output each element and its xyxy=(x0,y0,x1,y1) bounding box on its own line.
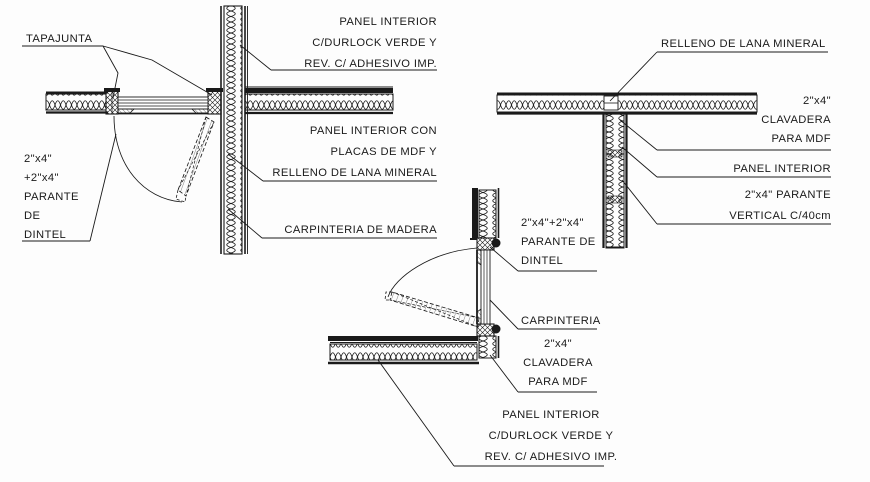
label-line: PARANTE xyxy=(24,191,79,203)
leader-line xyxy=(609,51,658,102)
label-tapajunta: TAPAJUNTA xyxy=(26,33,93,45)
label-line: 2"x4" xyxy=(803,95,831,107)
label-panel-durlock-2: PANEL INTERIOR C/DURLOCK VERDE Y REV. C/ A… xyxy=(485,409,618,463)
label-line: PANEL INTERIOR xyxy=(339,16,437,28)
label-line: DE xyxy=(24,210,40,222)
label-line: PANEL INTERIOR xyxy=(502,409,600,421)
label-line: CLAVADERA xyxy=(523,357,593,369)
label-line: VERTICAL C/40cm xyxy=(729,210,831,222)
leader-line xyxy=(489,246,519,272)
label-line: DINTEL xyxy=(24,229,66,241)
leader-line xyxy=(377,359,455,467)
label-line: REV. C/ ADHESIVO IMP. xyxy=(304,58,437,70)
label-line: CARPINTERIA xyxy=(521,315,601,327)
label-line: TAPAJUNTA xyxy=(26,33,93,45)
label-line: 2"x4" PARANTE xyxy=(745,189,831,201)
label-parante-vertical: 2"x4" PARANTE VERTICAL C/40cm xyxy=(729,189,831,222)
label-relleno-lana-mineral: RELLENO DE LANA MINERAL xyxy=(661,38,826,50)
leader-line xyxy=(102,45,213,96)
annotation-layer xyxy=(22,44,831,467)
label-panel-durlock: PANEL INTERIOR C/DURLOCK VERDE Y REV. C/ A… xyxy=(304,16,437,70)
label-line: 2"x4" xyxy=(24,153,52,165)
detail-bottom-geometry xyxy=(328,188,501,365)
label-line: RELLENO DE LANA MINERAL xyxy=(661,38,826,50)
leader-line xyxy=(227,208,263,239)
label-line: C/DURLOCK VERDE Y xyxy=(312,37,437,49)
label-line: 2"x4"+2"x4" xyxy=(521,217,584,229)
leader-line xyxy=(102,45,119,99)
label-parante-dintel-2: 2"x4"+2"x4" PARANTE DE DINTEL xyxy=(521,217,596,267)
leader-line xyxy=(227,153,264,182)
label-carpinteria-madera: CARPINTERIA DE MADERA xyxy=(284,224,437,236)
label-line: PANEL INTERIOR CON xyxy=(310,125,437,137)
label-line: REV. C/ ADHESIVO IMP. xyxy=(485,451,618,463)
label-panel-mdf: PANEL INTERIOR CON PLACAS DE MDF Y RELLENO… xyxy=(272,125,437,179)
leader-line xyxy=(489,354,519,393)
label-line: +2"x4" xyxy=(24,172,59,184)
label-line: DINTEL xyxy=(521,255,563,267)
detail-left-geometry xyxy=(45,5,394,255)
label-clavadera-mdf: 2"x4" CLAVADERA PARA MDF xyxy=(761,95,831,145)
leader-line xyxy=(489,299,519,330)
label-line: PARA MDF xyxy=(771,133,831,145)
leader-line xyxy=(621,179,658,225)
label-line: PARANTE DE xyxy=(521,236,596,248)
label-parante-dintel: 2"x4" +2"x4" PARANTE DE DINTEL xyxy=(24,153,79,241)
label-line: PLACAS DE MDF Y xyxy=(330,146,437,158)
label-line: PANEL INTERIOR xyxy=(733,163,831,175)
label-line: 2"x4" xyxy=(544,338,572,350)
label-line: C/DURLOCK VERDE Y xyxy=(489,430,614,442)
detail-right-geometry xyxy=(496,92,758,249)
label-clavadera-mdf-2: 2"x4" CLAVADERA PARA MDF xyxy=(523,338,593,388)
leader-line xyxy=(619,119,658,151)
label-line: CLAVADERA xyxy=(761,114,831,126)
leader-line xyxy=(239,44,272,71)
leader-line xyxy=(621,146,658,178)
label-line: PARA MDF xyxy=(528,376,588,388)
label-carpinteria: CARPINTERIA xyxy=(521,315,601,327)
label-panel-interior: PANEL INTERIOR xyxy=(733,163,831,175)
label-line: CARPINTERIA DE MADERA xyxy=(284,224,437,236)
label-line: RELLENO DE LANA MINERAL xyxy=(272,167,437,179)
leader-line xyxy=(89,133,117,242)
